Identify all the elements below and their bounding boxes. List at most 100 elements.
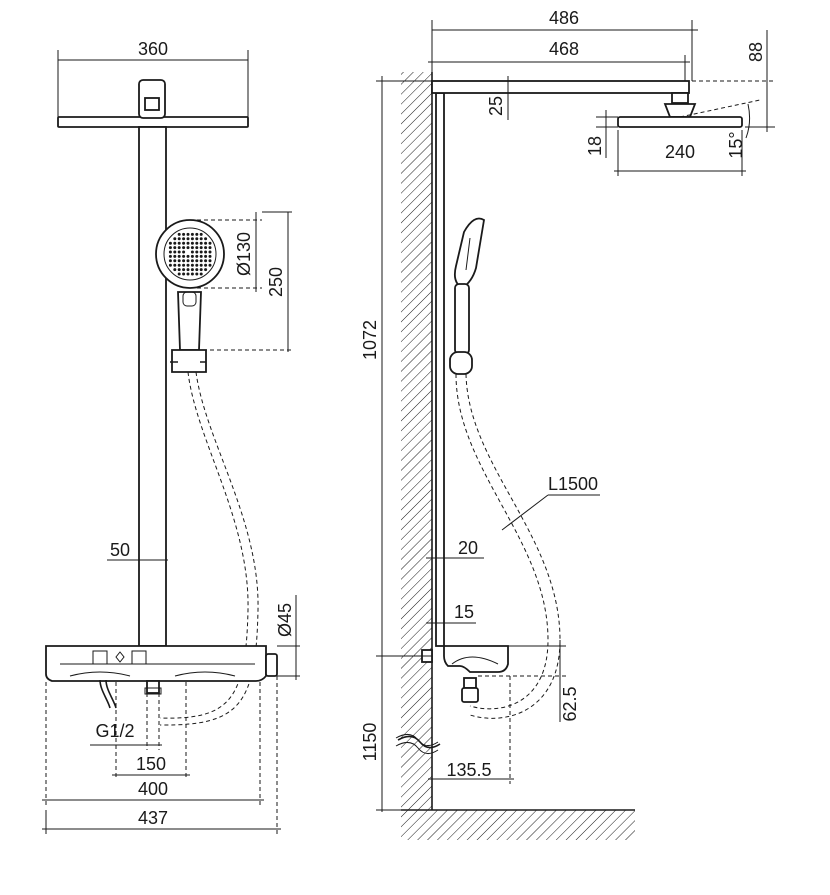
nozzle-dot [182,250,186,254]
nozzle-dot [208,254,212,258]
nozzle-dot [199,263,203,267]
nozzle-dot [190,263,194,267]
nozzle-dot [204,241,208,245]
nozzle-dot [208,250,212,254]
nozzle-dot [195,268,199,272]
nozzle-dot [195,237,199,241]
dim-inlet-spacing: 150 [136,754,166,774]
nozzle-dot [168,250,172,254]
nozzle-dot [173,259,177,263]
nozzle-dot [195,254,199,258]
dim-thermostat-height: Ø45 [275,603,295,637]
nozzle-dot [199,254,203,258]
nozzle-dot [177,246,181,250]
nozzle-dot [182,268,186,272]
dim-pipe-height: 1072 [360,320,380,360]
dim-overall-width: 437 [138,808,168,828]
dim-hose-length: L1500 [548,474,598,494]
nozzle-dot [173,237,177,241]
nozzle-dot [195,272,199,276]
nozzle-dot [190,272,194,276]
dim-overhead-width: 360 [138,39,168,59]
nozzle-dot [208,246,212,250]
dim-pipe-diameter: 50 [110,540,130,560]
nozzle-dot [168,241,172,245]
nozzle-dot [195,250,199,254]
nozzle-dot [204,250,208,254]
nozzle-dot [182,259,186,263]
nozzle-dot [190,246,194,250]
shower-arm [431,80,690,94]
dim-arm-length: 468 [549,39,579,59]
nozzle-dot [208,263,212,267]
side-view: 486 468 88 25 18 240 [360,8,775,840]
nozzle-dot [186,272,190,276]
connector-nut [144,97,160,111]
nozzle-dot [173,250,177,254]
nozzle-dot [195,263,199,267]
head-connector [671,92,689,104]
wall-hatch [401,72,432,810]
nozzle-dot [173,241,177,245]
nozzle-dot [168,254,172,258]
nozzle-dot [204,259,208,263]
nozzle-dot [199,232,203,236]
dim-mount-height: 1150 [360,723,380,762]
nozzle-dot [177,254,181,258]
dim-handshower-length: 250 [266,267,286,297]
nozzle-dot [182,237,186,241]
hand-shower-side [449,217,485,375]
dim-head-width: 240 [665,142,695,162]
nozzle-dot [177,237,181,241]
dim-head-drop: 88 [746,42,766,62]
nozzle-dot [204,246,208,250]
nozzle-dot [199,237,203,241]
nozzle-dot [186,246,190,250]
nozzle-dot [173,254,177,258]
nozzle-dot [195,246,199,250]
nozzle-dot [182,246,186,250]
nozzle-dot [195,241,199,245]
nozzle-dot [177,259,181,263]
dim-head-thickness: 18 [585,136,605,156]
nozzle-dot [168,259,172,263]
nozzle-dot [186,241,190,245]
nozzle-dot [168,246,172,250]
nozzle-dot [204,237,208,241]
riser-pipe [138,126,167,647]
nozzle-dot [177,272,181,276]
dim-shelf-width: 400 [138,779,168,799]
nozzle-dot [208,259,212,263]
spray-nozzles [168,232,212,276]
nozzle-dot [199,246,203,250]
nozzle-dot [177,263,181,267]
nozzle-dot [182,241,186,245]
thermostat-side [421,645,509,703]
front-dimensions: 360 Ø130 250 50 Ø45 G1/2 [42,39,300,834]
nozzle-dot [182,232,186,236]
nozzle-dot [173,263,177,267]
nozzle-dot [199,272,203,276]
dim-wall-offset-15: 15 [454,602,474,622]
nozzle-dot [190,268,194,272]
floor-hatch [401,810,635,840]
nozzle-dot [204,263,208,267]
overhead-shower-side [617,116,743,128]
nozzle-dot [186,263,190,267]
nozzle-dot [173,268,177,272]
nozzle-dot [204,254,208,258]
nozzle-dot [182,263,186,267]
dim-head-angle: 15° [726,131,746,158]
nozzle-dot [190,259,194,263]
nozzle-dot [168,263,172,267]
nozzle-dot [186,232,190,236]
nozzle-dot [190,241,194,245]
dim-outlet-offset: 135.5 [446,760,491,780]
nozzle-dot [182,272,186,276]
nozzle-dot [190,250,194,254]
nozzle-dot [177,232,181,236]
side-dimensions: 486 468 88 25 18 240 [360,8,775,812]
nozzle-dot [190,232,194,236]
nozzle-dot [204,268,208,272]
